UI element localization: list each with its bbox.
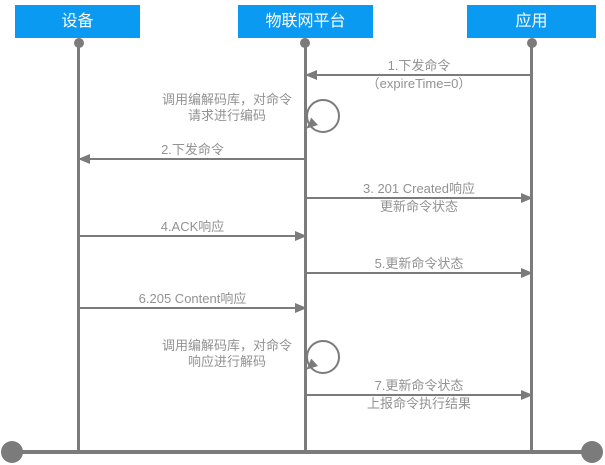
arrow-line xyxy=(78,154,306,164)
message-label: 6.205 Content响应 xyxy=(138,291,247,306)
arrowhead-left-icon xyxy=(305,70,317,80)
arrowhead-right-icon xyxy=(295,231,307,241)
arrow-line xyxy=(79,231,307,241)
message-2-deliver-command: 2.下发命令 xyxy=(78,142,306,164)
message-1-deliver-command: 1.下发命令 （expireTime=0） xyxy=(305,58,532,92)
selfloop-encode-request xyxy=(303,99,340,133)
message-7-update-command-status: 7.更新命令状态 上报命令执行结果 xyxy=(306,378,533,412)
message-label: 7.更新命令状态 xyxy=(374,378,464,393)
arrow-line xyxy=(306,268,533,278)
lifeline-iot-platform xyxy=(304,43,307,452)
message-sublabel: 上报命令执行结果 xyxy=(366,396,471,411)
message-4-ack-response: 4.ACK响应 xyxy=(79,219,307,241)
selfloop-text-line1: 调用编解码库，对命令 xyxy=(161,338,292,353)
selfloop-decode-response-text: 调用编解码库，对命令 响应进行解码 xyxy=(141,338,313,370)
end-node-left-icon xyxy=(1,441,23,463)
message-5-update-command-status: 5.更新命令状态 xyxy=(306,256,533,278)
selfloop-text-line1: 调用编解码库，对命令 xyxy=(161,92,292,107)
lifeline-application xyxy=(530,43,533,452)
arrow-line xyxy=(305,70,532,80)
bottom-baseline xyxy=(12,450,592,454)
selfloop-text-line2: 响应进行解码 xyxy=(187,354,266,369)
arrowhead-right-icon xyxy=(521,193,533,203)
actor-box-device: 设备 xyxy=(15,5,140,38)
message-label: 2.下发命令 xyxy=(161,142,224,157)
actor-box-application: 应用 xyxy=(467,5,596,38)
selfloop-text-line2: 请求进行编码 xyxy=(187,108,266,123)
end-node-right-icon xyxy=(581,441,603,463)
lifeline-device xyxy=(77,43,80,452)
message-label: 5.更新命令状态 xyxy=(374,256,464,271)
arrow-line xyxy=(306,390,533,400)
arrow-line xyxy=(79,303,307,313)
message-sublabel: 更新命令状态 xyxy=(379,199,458,214)
message-sublabel: （expireTime=0） xyxy=(366,76,472,91)
arrowhead-right-icon xyxy=(521,268,533,278)
message-label: 3. 201 Created响应 xyxy=(362,181,475,196)
selfloop-encode-request-text: 调用编解码库，对命令 请求进行编码 xyxy=(141,92,313,124)
arrowhead-right-icon xyxy=(521,390,533,400)
arrow-line xyxy=(306,193,533,203)
actor-box-iot-platform: 物联网平台 xyxy=(238,5,373,38)
message-3-201-created-response: 3. 201 Created响应 更新命令状态 xyxy=(306,181,533,215)
message-label: 1.下发命令 xyxy=(387,58,451,73)
message-label: 4.ACK响应 xyxy=(160,219,225,234)
arrowhead-left-icon xyxy=(78,154,90,164)
selfloop-decode-response xyxy=(303,340,340,374)
message-6-205-content-response: 6.205 Content响应 xyxy=(79,291,307,313)
arrowhead-right-icon xyxy=(295,303,307,313)
